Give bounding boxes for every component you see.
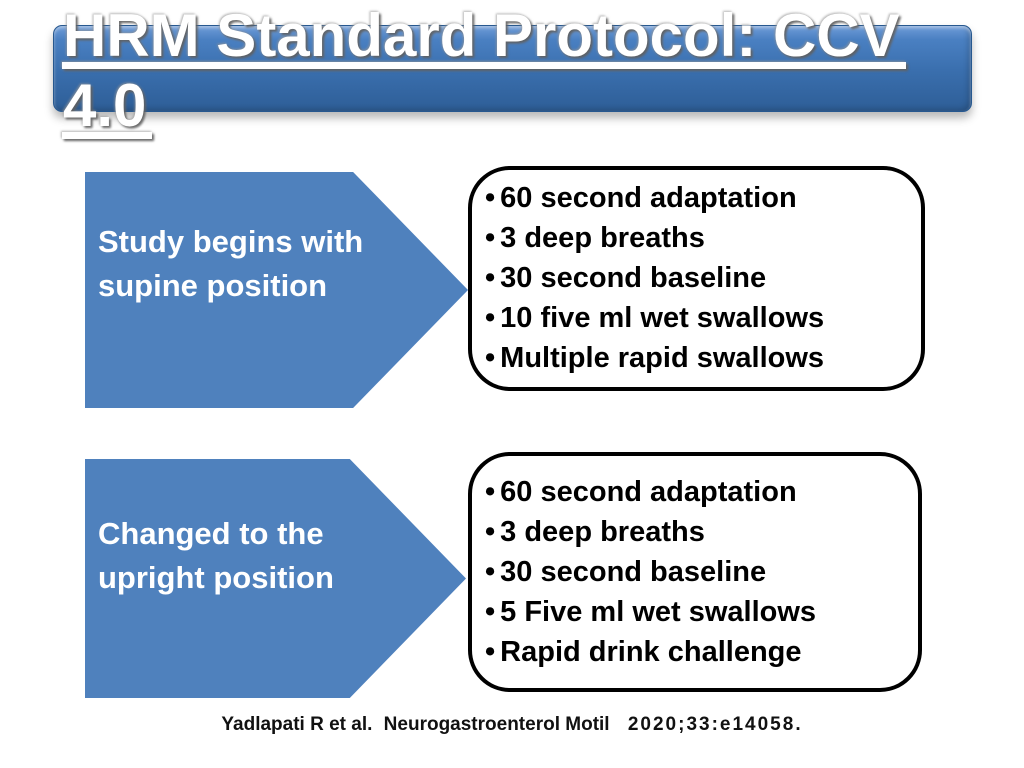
citation-journal: Neurogastroenterol Motil <box>383 714 610 735</box>
title-line-1: HRM Standard Protocol: CCV <box>62 6 906 69</box>
bullet-marker: • <box>485 342 496 374</box>
bullet-item: •Multiple rapid swallows <box>485 338 913 378</box>
citation-reference: 2020;33:e14058. <box>627 714 803 735</box>
page-title: HRM Standard Protocol: CCV 4.0 <box>62 1 906 141</box>
bullet-item: •3 deep breaths <box>485 512 910 552</box>
bullet-marker: • <box>485 556 496 588</box>
protocol-box-upright: •60 second adaptation •3 deep breaths •3… <box>468 452 922 692</box>
arrow-upright-position: Changed to the upright position <box>85 459 466 698</box>
title-row-1: HRM Standard Protocol: CCV <box>62 1 906 71</box>
protocol-box-supine: •60 second adaptation •3 deep breaths •3… <box>468 166 925 391</box>
bullet-text: 30 second baseline <box>500 262 767 294</box>
bullet-item: •30 second baseline <box>485 552 910 592</box>
bullet-marker: • <box>485 302 496 334</box>
bullet-item: •10 five ml wet swallows <box>485 298 913 338</box>
arrow-label-upright: Changed to the upright position <box>98 516 334 595</box>
bullet-text: 30 second baseline <box>500 556 767 588</box>
bullet-text: 5 Five ml wet swallows <box>500 596 817 628</box>
bullet-text: 10 five ml wet swallows <box>500 302 825 334</box>
bullet-marker: • <box>485 596 496 628</box>
bullet-marker: • <box>485 262 496 294</box>
citation-authors: Yadlapati R et al. <box>221 714 373 735</box>
bullet-item: •5 Five ml wet swallows <box>485 592 910 632</box>
bullet-text: 60 second adaptation <box>500 476 797 508</box>
bullet-marker: • <box>485 516 496 548</box>
title-line-2: 4.0 <box>62 76 153 139</box>
bullet-marker: • <box>485 222 496 254</box>
citation: Yadlapati R et al. Neurogastroenterol Mo… <box>0 711 1024 739</box>
bullet-item: •Rapid drink challenge <box>485 632 910 672</box>
arrow-supine-position: Study begins with supine position <box>85 172 468 408</box>
bullet-item: •30 second baseline <box>485 258 913 298</box>
bullet-marker: • <box>485 636 496 668</box>
bullet-text: Rapid drink challenge <box>500 636 802 668</box>
bullet-item: •3 deep breaths <box>485 218 913 258</box>
bullet-item: •60 second adaptation <box>485 472 910 512</box>
bullet-text: 3 deep breaths <box>500 516 705 548</box>
bullet-marker: • <box>485 476 496 508</box>
title-row-2: 4.0 <box>62 71 906 141</box>
bullet-text: Multiple rapid swallows <box>500 342 825 374</box>
bullet-text: 3 deep breaths <box>500 222 705 254</box>
bullet-text: 60 second adaptation <box>500 182 797 214</box>
bullet-item: •60 second adaptation <box>485 178 913 218</box>
bullet-marker: • <box>485 182 496 214</box>
arrow-label-supine: Study begins with supine position <box>98 224 364 303</box>
